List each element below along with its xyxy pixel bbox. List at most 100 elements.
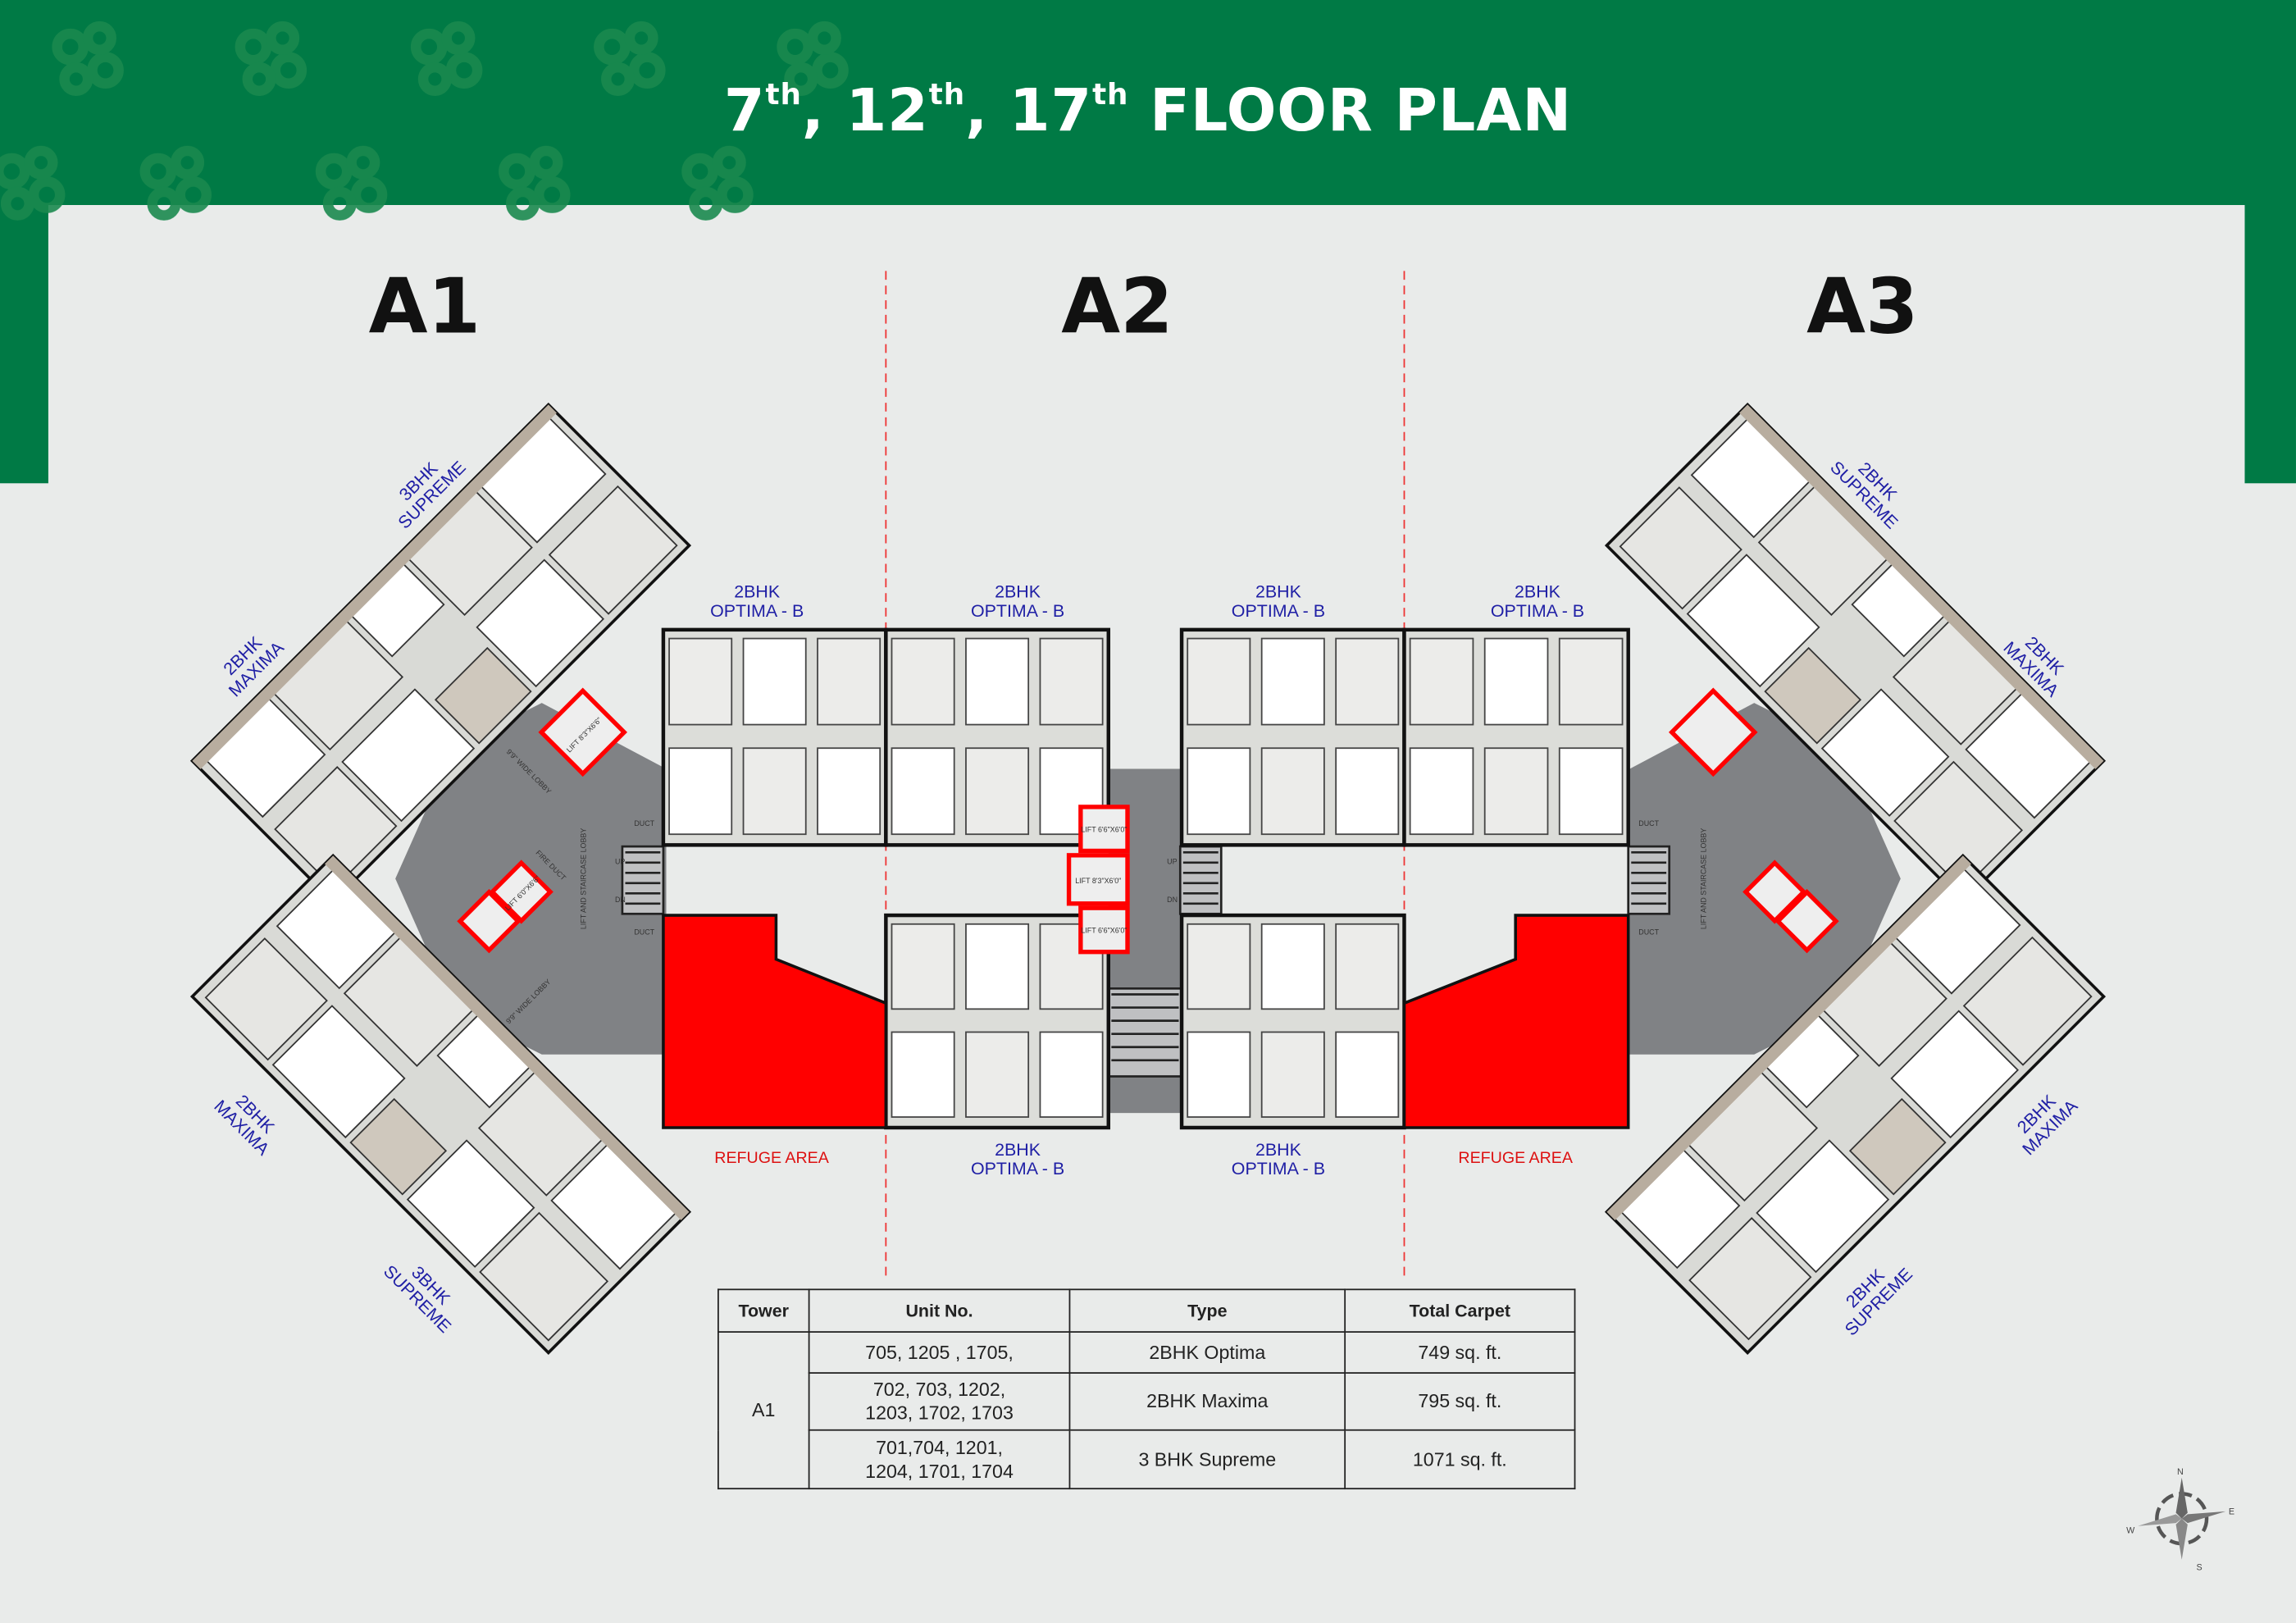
pattern-motif	[315, 145, 388, 221]
room	[965, 637, 1030, 726]
unit-label: OPTIMA - B	[1491, 601, 1584, 621]
unit-label: OPTIMA - B	[971, 601, 1064, 621]
pattern-motif	[681, 145, 754, 221]
room	[1039, 1031, 1104, 1118]
lift-a1-3	[489, 859, 554, 924]
pattern-motif	[410, 21, 483, 96]
stair-up-label: UP	[615, 858, 625, 866]
room	[668, 747, 733, 836]
table-row: A1 705, 1205 , 1705, 2BHK Optima 749 sq.…	[717, 1331, 1576, 1490]
pattern-motif	[52, 21, 124, 96]
lift-a1-1	[538, 687, 628, 777]
unit-block	[661, 627, 888, 847]
room	[891, 1031, 955, 1118]
unit-label: 2BHK	[734, 582, 781, 602]
unit-label: OPTIMA - B	[710, 601, 804, 621]
room	[434, 646, 532, 745]
room	[817, 747, 882, 836]
unit-label: OPTIMA - B	[1232, 601, 1325, 621]
pattern-motif	[235, 21, 308, 96]
tower-cell: A1	[717, 1331, 810, 1490]
room	[1335, 923, 1400, 1010]
unit-block	[884, 913, 1111, 1130]
lift-a2-1	[1078, 805, 1130, 854]
lift-a3-3	[1742, 859, 1807, 924]
room	[1686, 554, 1820, 688]
compass-s: S	[2197, 1562, 2203, 1572]
tower-label-a1: A1	[368, 263, 481, 352]
carpet-cell: 749 sq. ft.	[1344, 1331, 1576, 1374]
refuge-area-label: REFUGE AREA	[1458, 1149, 1573, 1167]
room	[1820, 688, 1950, 817]
page-title: 7th, 12th, 17th FLOOR PLAN	[723, 75, 1573, 145]
type-cell: 2BHK Maxima	[1068, 1372, 1346, 1431]
units-cell: 701,704, 1201, 1204, 1701, 1704	[808, 1429, 1071, 1490]
room	[479, 1211, 609, 1342]
lift-label: LIFT 8'3"X6'0"	[1075, 877, 1121, 885]
table-row: 701,704, 1201, 1204, 1701, 1704 3 BHK Su…	[718, 1429, 1576, 1490]
room	[965, 747, 1030, 836]
column-header: Total Carpet	[1344, 1288, 1576, 1333]
type-cell: 2BHK Optima	[1068, 1331, 1346, 1374]
table-header-row: Tower Unit No. Type Total Carpet	[717, 1288, 1576, 1333]
room	[742, 747, 807, 836]
carpet-cell: 795 sq. ft.	[1344, 1372, 1576, 1431]
room	[1039, 637, 1104, 726]
unit-label: 2BHK	[995, 582, 1041, 602]
room	[1187, 1031, 1251, 1118]
room	[341, 688, 476, 823]
pattern-motif	[594, 21, 666, 96]
column-header: Unit No.	[808, 1288, 1071, 1333]
room	[1619, 486, 1742, 610]
room	[1409, 637, 1474, 726]
a1-upper-wing	[189, 402, 692, 904]
compass-w: W	[2126, 1526, 2135, 1536]
lift-label: LIFT 6'6"X6'0"	[1081, 825, 1127, 833]
compass-e: E	[2229, 1507, 2234, 1516]
room	[1260, 923, 1325, 1010]
unit-label: 2BHK	[1255, 582, 1302, 602]
room	[1335, 1031, 1400, 1118]
stair-up-label: UP	[1167, 858, 1177, 866]
column-header: Tower	[717, 1288, 810, 1333]
pattern-motif	[499, 145, 571, 221]
room	[1187, 747, 1251, 836]
room	[1962, 936, 2093, 1066]
room	[965, 1031, 1030, 1118]
room	[1335, 747, 1400, 836]
room	[204, 937, 328, 1061]
room	[406, 1139, 535, 1268]
left-green-strip	[0, 0, 48, 484]
room	[817, 637, 882, 726]
lift-a2-3	[1078, 905, 1130, 955]
tower-label-a3: A3	[1806, 263, 1919, 352]
room	[349, 1097, 448, 1196]
room	[1260, 1031, 1325, 1118]
carpet-cell: 1071 sq. ft.	[1344, 1429, 1576, 1490]
pattern-motif	[0, 145, 66, 221]
room	[668, 637, 733, 726]
compass-icon: N E S W	[2126, 1467, 2234, 1572]
table-row: 702, 703, 1202, 1203, 1702, 1703 2BHK Ma…	[718, 1372, 1576, 1431]
a3-upper-wing	[1604, 402, 2107, 904]
room	[476, 558, 604, 688]
refuge-area-left	[662, 914, 888, 1129]
column-header: Type	[1068, 1288, 1346, 1333]
lift-a1-2	[457, 889, 522, 954]
room	[1483, 747, 1549, 836]
unit-label: 2BHK	[1255, 1140, 1302, 1160]
balcony	[325, 855, 690, 1220]
balcony	[1739, 404, 2104, 769]
room	[1848, 1097, 1947, 1196]
unit-label: 2BHK	[1515, 582, 1561, 602]
room	[891, 747, 955, 836]
room	[891, 923, 955, 1010]
unit-area-table: Tower Unit No. Type Total Carpet A1 705,…	[717, 1288, 1576, 1490]
room	[1187, 637, 1251, 726]
room	[965, 923, 1030, 1010]
header-band	[0, 0, 2296, 205]
room	[274, 766, 398, 890]
lobby-label: LIFT AND STAIRCASE LOBBY	[579, 828, 587, 929]
unit-label: OPTIMA - B	[971, 1159, 1064, 1178]
